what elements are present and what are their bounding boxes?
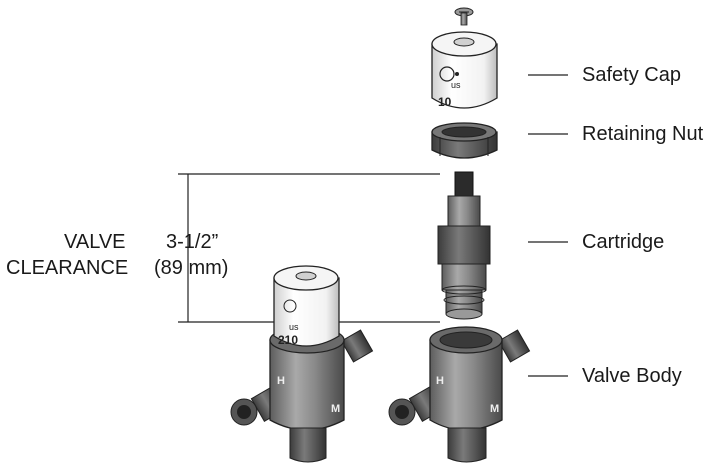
clearance-label-line1: VALVE [64, 231, 126, 253]
retaining-nut-part [431, 122, 498, 159]
assembled-body-h-marking: H [277, 375, 285, 387]
clearance-label-line2: CLEARANCE [6, 257, 129, 279]
label-cartridge: Cartridge [582, 231, 665, 253]
open-body-h-marking: H [436, 375, 444, 387]
open-body-m-marking: M [490, 403, 499, 415]
cap-small-marking: us [451, 80, 461, 90]
label-safety-cap: Safety Cap [582, 64, 681, 86]
clearance-dimension-imperial: 3-1/2” [166, 231, 219, 253]
screw [454, 7, 474, 26]
safety-cap-part: us 10 [431, 31, 498, 109]
label-valve-body: Valve Body [582, 365, 682, 387]
clearance-dimension-metric: (89 mm) [154, 257, 229, 279]
leader-lines [528, 74, 568, 377]
label-retaining-nut: Retaining Nut [582, 123, 704, 145]
valve-body-open-part: H M [388, 326, 531, 463]
cap-marking: 10 [438, 95, 452, 109]
cartridge-part [437, 171, 491, 320]
assembled-cap-small-marking: us [289, 322, 299, 332]
assembled-body-m-marking: M [331, 403, 340, 415]
assembled-cap-marking: 210 [278, 333, 298, 347]
valve-assembled-part: us 210 H M [230, 265, 374, 463]
